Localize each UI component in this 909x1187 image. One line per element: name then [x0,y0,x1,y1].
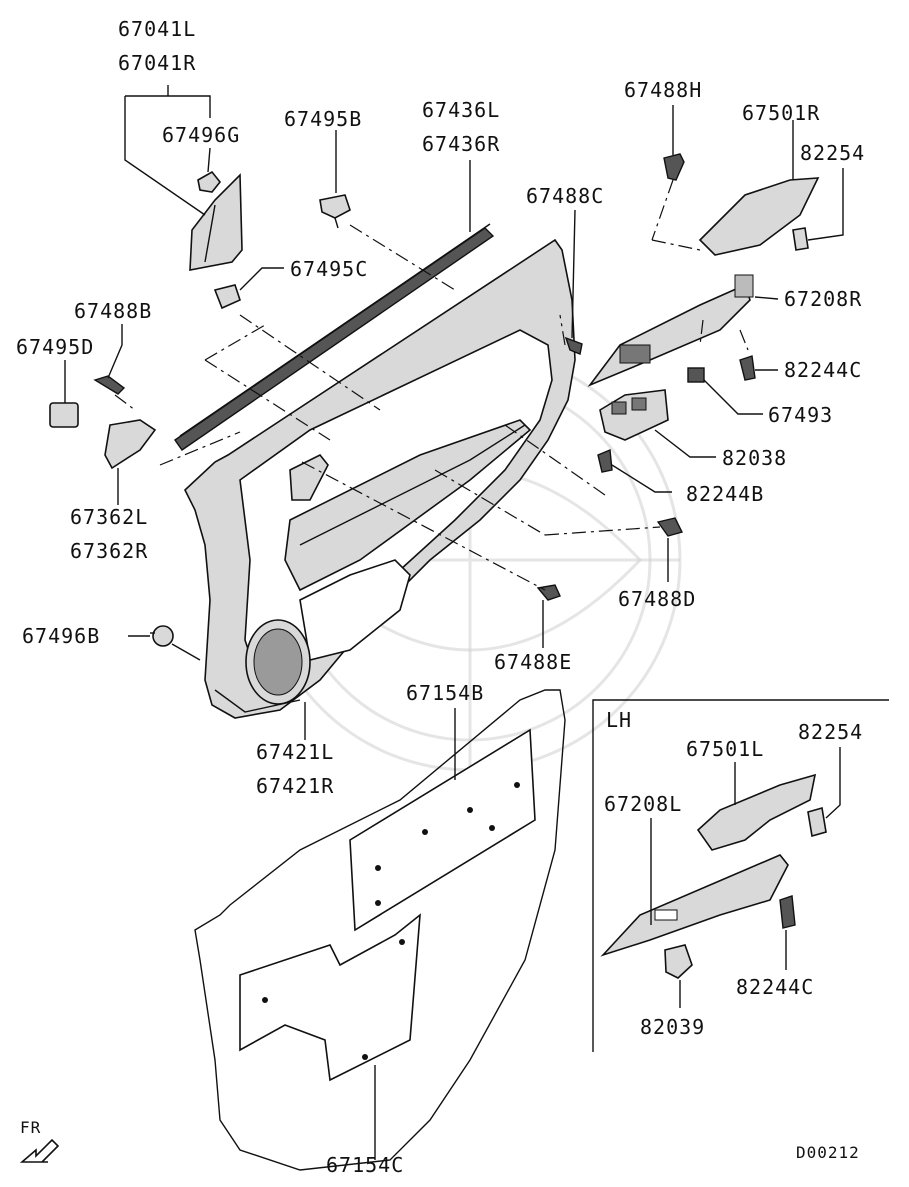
label-82244C: 82244C [784,358,862,382]
label-inset-82254: 82254 [798,720,863,744]
clip-67495C [213,284,241,310]
callout-labels: 67041L 67041R 67496G 67495B 67436L 67436… [16,17,865,1177]
label-67362R: 67362R [70,539,148,563]
label-67488C: 67488C [526,184,604,208]
label-67154C: 67154C [326,1153,404,1177]
clip-67496G [197,170,222,193]
screw-67488C [564,336,583,355]
label-67501L: 67501L [686,737,764,761]
label-67495D: 67495D [16,335,94,359]
front-arrow-icon [19,1138,60,1163]
label-67154B: 67154B [406,681,484,705]
label-67488D: 67488D [618,587,696,611]
diagram-code: D00212 [796,1143,860,1162]
front-direction-indicator: FR [19,1118,60,1163]
clip-67496B [150,625,174,647]
screw-67488D [656,517,684,537]
label-67041R: 67041R [118,51,196,75]
mirror-corner-trim [189,173,243,271]
clip-67495B [319,194,351,229]
label-67495B: 67495B [284,107,362,131]
assembly-lines [114,179,749,591]
door-trim-panel [184,238,576,719]
switch-bezel-67208L [600,854,789,957]
weatherstrip-belt-molding [174,223,495,451]
label-67436L: 67436L [422,98,500,122]
switch-bezel-67208R [587,274,754,387]
screw-82244C [739,355,756,381]
door-inner-panel-outline [194,689,566,1171]
label-67496B: 67496B [22,624,100,648]
label-82254: 82254 [800,141,865,165]
label-67436R: 67436R [422,132,500,156]
label-67208R: 67208R [784,287,862,311]
label-inset-82244C: 82244C [736,975,814,999]
label-67421R: 67421R [256,774,334,798]
clip-82254-rh [792,227,809,251]
power-window-switch-82038 [599,389,669,441]
label-82039: 82039 [640,1015,705,1039]
label-67501R: 67501R [742,101,820,125]
inner-handle-bracket-67362 [104,419,157,470]
nut-67493 [687,367,705,383]
sealing-screen-67154C [239,913,421,1082]
switch-panel-cover-67501L [696,773,817,851]
screw-82244C-lh [779,895,796,929]
switch-panel-cover-67501R [698,177,820,256]
lh-inset: LH [592,699,889,1052]
leader-lines [64,85,844,1160]
label-67041L: 67041L [118,17,196,41]
clip-82254-lh [807,806,827,838]
inset-title: LH [606,708,632,732]
label-67362L: 67362L [70,505,148,529]
sealing-screen-67154B [349,728,536,932]
clip-67495D [49,402,79,428]
label-67421L: 67421L [256,740,334,764]
label-82244B: 82244B [686,482,764,506]
screw-67488B [93,375,126,395]
power-window-switch-82039 [664,944,693,979]
label-67488B: 67488B [74,299,152,323]
label-67208L: 67208L [604,792,682,816]
label-67488H: 67488H [624,78,702,102]
screw-67488H [663,153,685,181]
label-67495C: 67495C [290,257,368,281]
label-67488E: 67488E [494,650,572,674]
label-67493: 67493 [768,403,833,427]
label-82038: 82038 [722,446,787,470]
label-67496G: 67496G [162,123,240,147]
screw-82244B [597,448,613,473]
fr-label: FR [20,1118,41,1137]
screw-67488E [536,584,561,601]
